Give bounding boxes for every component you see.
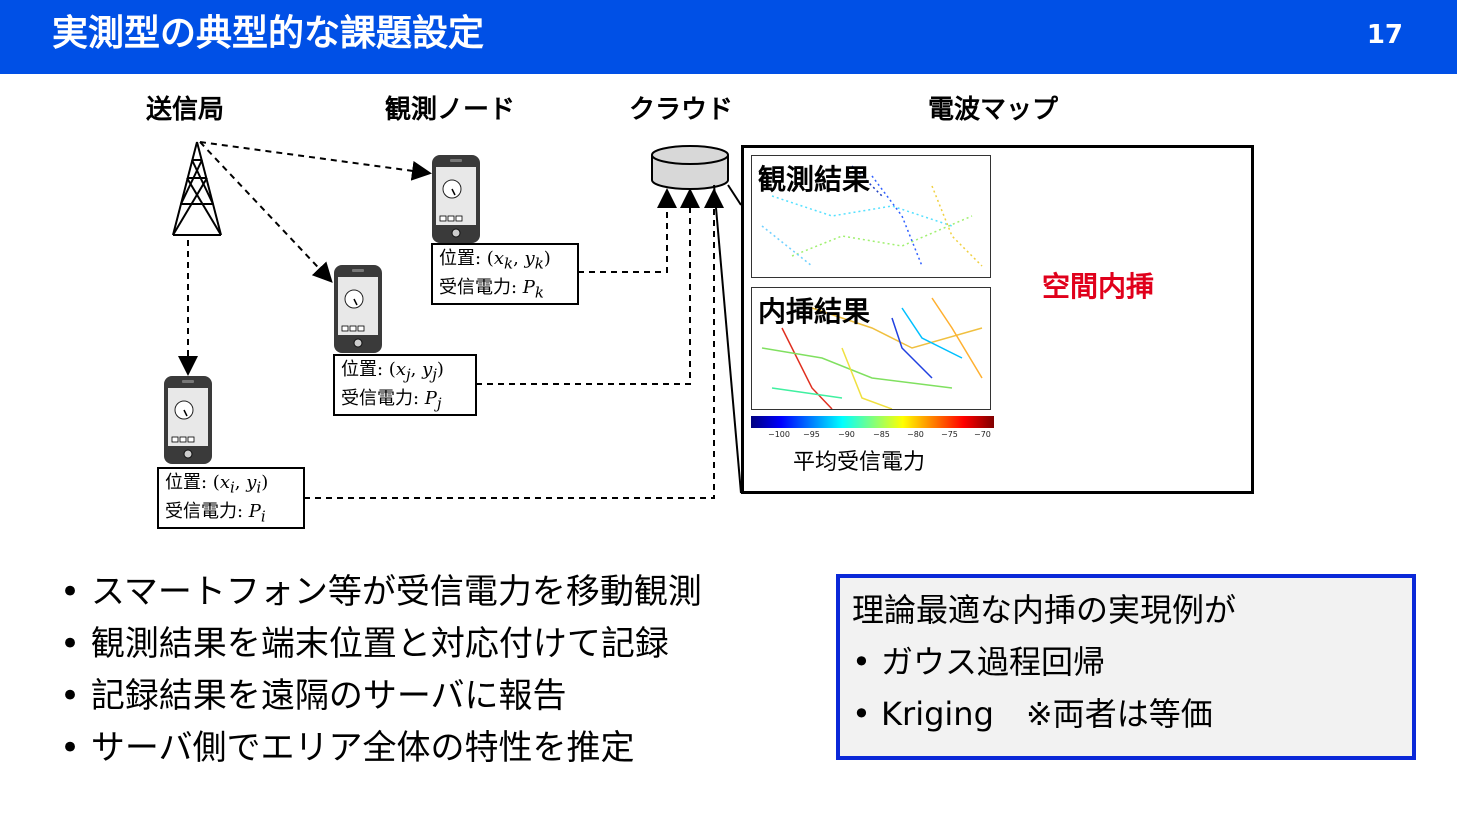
phone-icon-k	[431, 154, 481, 244]
cloud-server-icon	[651, 145, 729, 190]
bullet-item: スマートフォン等が受信電力を移動観測	[60, 566, 702, 618]
observed-scatter	[761, 165, 983, 267]
colorbar-tick: −95	[803, 430, 820, 439]
bullet-item: 記録結果を遠隔のサーバに報告	[60, 670, 702, 722]
bullet-list: スマートフォン等が受信電力を移動観測 観測結果を端末位置と対応付けて記録 記録結…	[60, 566, 702, 774]
colorbar-tick: −70	[974, 430, 991, 439]
colorbar-label: 平均受信電力	[793, 450, 926, 475]
note-item: • ガウス過程回帰	[852, 643, 1106, 681]
colorbar-tick: −75	[941, 430, 958, 439]
colorbar	[751, 416, 994, 428]
label-transmitter: 送信局	[146, 95, 225, 125]
spatial-interpolation-label: 空間内挿	[1042, 270, 1155, 303]
observed-map	[751, 155, 991, 278]
interpolated-result-label: 内挿結果	[758, 295, 871, 328]
interpolated-roads	[761, 297, 983, 409]
note-heading: 理論最適な内挿の実現例が	[852, 591, 1237, 629]
slide-title: 実測型の典型的な課題設定	[52, 13, 485, 54]
phone-icon-i	[163, 375, 213, 465]
colorbar-tick: −80	[907, 430, 924, 439]
node-k-info: 位置: (xk, yk) 受信電力: Pk	[431, 243, 579, 305]
observed-result-label: 観測結果	[758, 163, 871, 196]
interpolated-map	[751, 287, 991, 410]
colorbar-tick: −90	[838, 430, 855, 439]
bullet-item: サーバ側でエリア全体の特性を推定	[60, 722, 702, 774]
tower-icon	[172, 141, 222, 236]
colorbar-tick: −100	[768, 430, 790, 439]
label-observation-node: 観測ノード	[385, 95, 516, 125]
label-radio-map: 電波マップ	[928, 95, 1059, 125]
bullet-item: 観測結果を端末位置と対応付けて記録	[60, 618, 702, 670]
node-i-info: 位置: (xi, yi) 受信電力: Pi	[157, 467, 305, 529]
node-j-info: 位置: (xj, yj) 受信電力: Pj	[333, 354, 477, 416]
note-item: • Kriging ※両者は等価	[852, 695, 1213, 733]
header-bar: 実測型の典型的な課題設定 17	[0, 0, 1457, 74]
label-cloud: クラウド	[629, 95, 734, 125]
colorbar-tick: −85	[873, 430, 890, 439]
kriging-note-box: 理論最適な内挿の実現例が • ガウス過程回帰 • Kriging ※両者は等価	[836, 574, 1416, 760]
page-number: 17	[1366, 20, 1403, 50]
phone-icon-j	[333, 264, 383, 354]
